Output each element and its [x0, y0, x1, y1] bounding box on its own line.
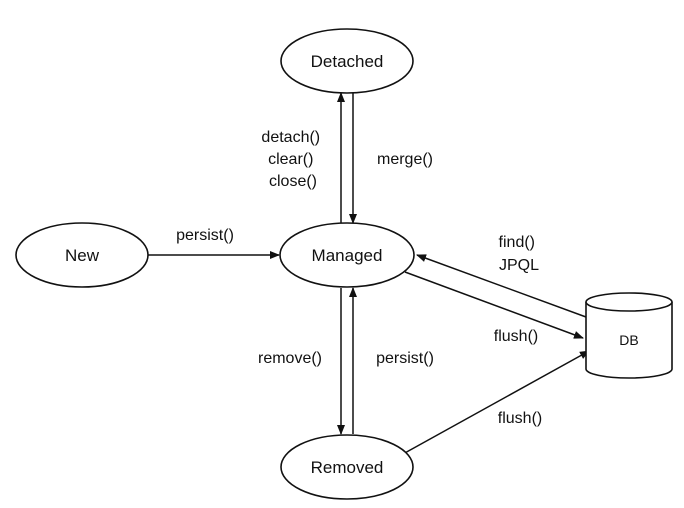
close-label-line: close() [269, 173, 317, 190]
clear-label-line: clear() [268, 151, 313, 168]
detach-label-line: detach() [261, 129, 320, 146]
flush-removed-label: flush() [498, 410, 542, 427]
node-managed-shape [279, 222, 415, 288]
db-cylinder-top [585, 292, 673, 312]
edge-labels: detach() clear() close() merge() persist… [176, 129, 542, 427]
node-managed-label: Managed [312, 246, 383, 265]
edges-group [148, 92, 590, 455]
node-new-shape [15, 222, 149, 288]
node-new: New [15, 222, 149, 288]
edge-managed-to-db [404, 271, 584, 339]
node-removed-label: Removed [311, 458, 384, 477]
edge-db-to-managed [416, 254, 587, 318]
detach-label: detach() clear() close() [261, 129, 324, 190]
flush-managed-label: flush() [494, 328, 538, 345]
edge-removed-to-db [402, 350, 590, 455]
node-managed: Managed [279, 222, 415, 288]
jpql-label-line: JPQL [499, 257, 539, 274]
node-removed-shape [280, 434, 414, 500]
node-removed: Removed [280, 434, 414, 500]
find-label-line: find() [499, 234, 535, 251]
node-db: DB [585, 292, 673, 379]
find-jpql-label: find() JPQL [499, 234, 540, 274]
remove-label: remove() [258, 350, 322, 367]
persist-removed-label: persist() [376, 350, 434, 367]
persist-new-label: persist() [176, 227, 234, 244]
node-detached-label: Detached [311, 52, 384, 71]
node-detached: Detached [280, 28, 414, 94]
node-new-label: New [65, 246, 100, 265]
merge-label: merge() [377, 151, 433, 168]
node-detached-shape [280, 28, 414, 94]
node-db-label: DB [619, 332, 638, 348]
db-cylinder-body [585, 302, 673, 379]
